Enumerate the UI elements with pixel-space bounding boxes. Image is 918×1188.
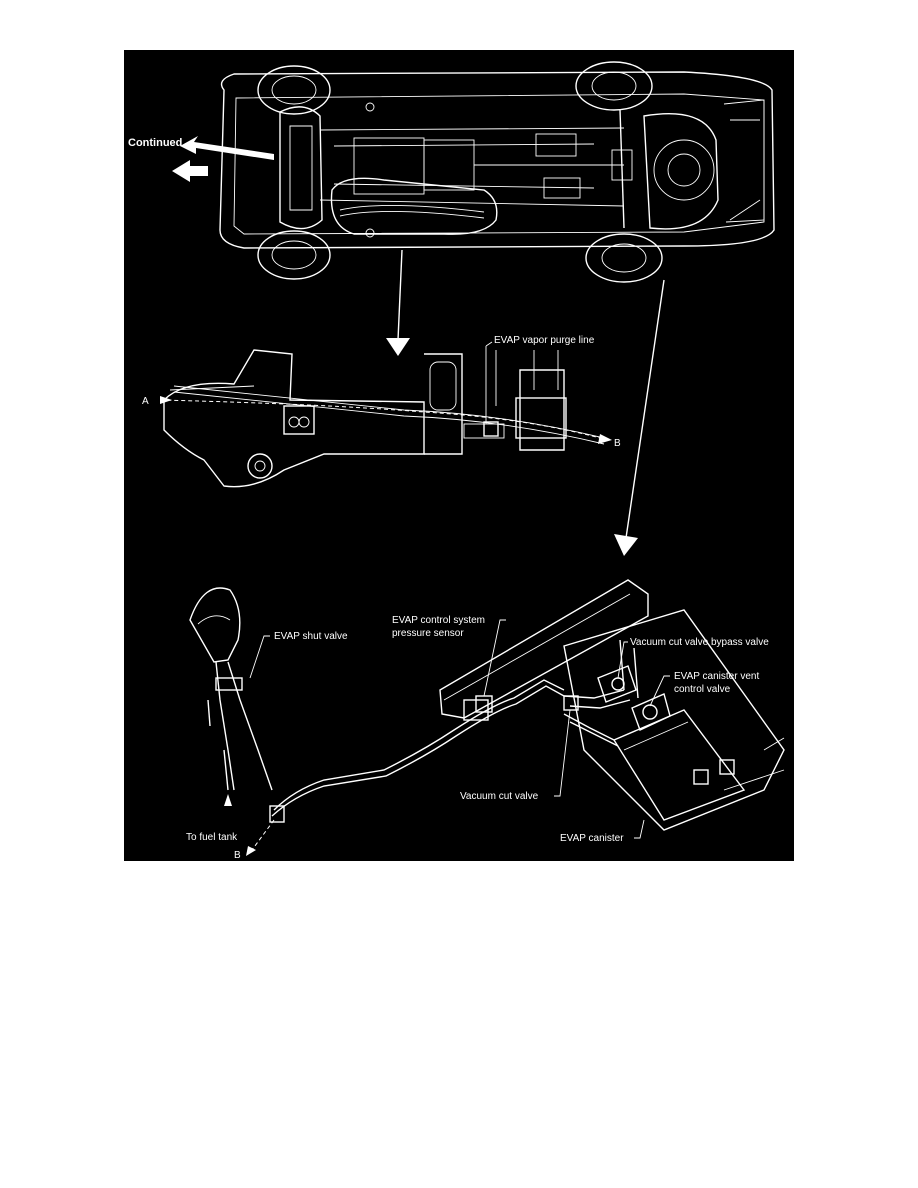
- continued-label: Continued: [128, 137, 182, 149]
- point-a-label: A: [142, 396, 149, 407]
- vehicle-underside: [219, 61, 775, 283]
- pressure-sensor-label-1: EVAP control system: [392, 615, 485, 626]
- point-b-mid-label: B: [614, 438, 621, 449]
- purge-line-detail: EVAP vapor purge line A B: [142, 335, 621, 488]
- bypass-valve-label: Vacuum cut valve bypass valve: [630, 637, 769, 648]
- zoom-arrow-bottom: [614, 279, 665, 556]
- vent-control-label-2: control valve: [674, 684, 731, 695]
- point-b-bottom-label: B: [234, 850, 241, 861]
- canister-labels: EVAP shut valve EVAP control system pres…: [186, 615, 769, 861]
- pressure-sensor-label-2: pressure sensor: [392, 628, 464, 639]
- shut-valve-label: EVAP shut valve: [274, 631, 348, 642]
- canister-label: EVAP canister: [560, 833, 624, 844]
- evap-system-diagram: Continued EVAP vapor purge lin: [124, 50, 794, 861]
- diagram-canvas: Continued EVAP vapor purge lin: [128, 61, 785, 861]
- vent-control-label-1: EVAP canister vent: [674, 671, 759, 682]
- vacuum-cut-valve-label: Vacuum cut valve: [460, 791, 539, 802]
- canister-detail: [189, 579, 785, 856]
- continued-arrows: Continued: [128, 136, 274, 182]
- vapor-purge-line-label: EVAP vapor purge line: [494, 335, 595, 346]
- to-fuel-tank-label: To fuel tank: [186, 832, 238, 843]
- zoom-arrow-mid: [386, 249, 410, 356]
